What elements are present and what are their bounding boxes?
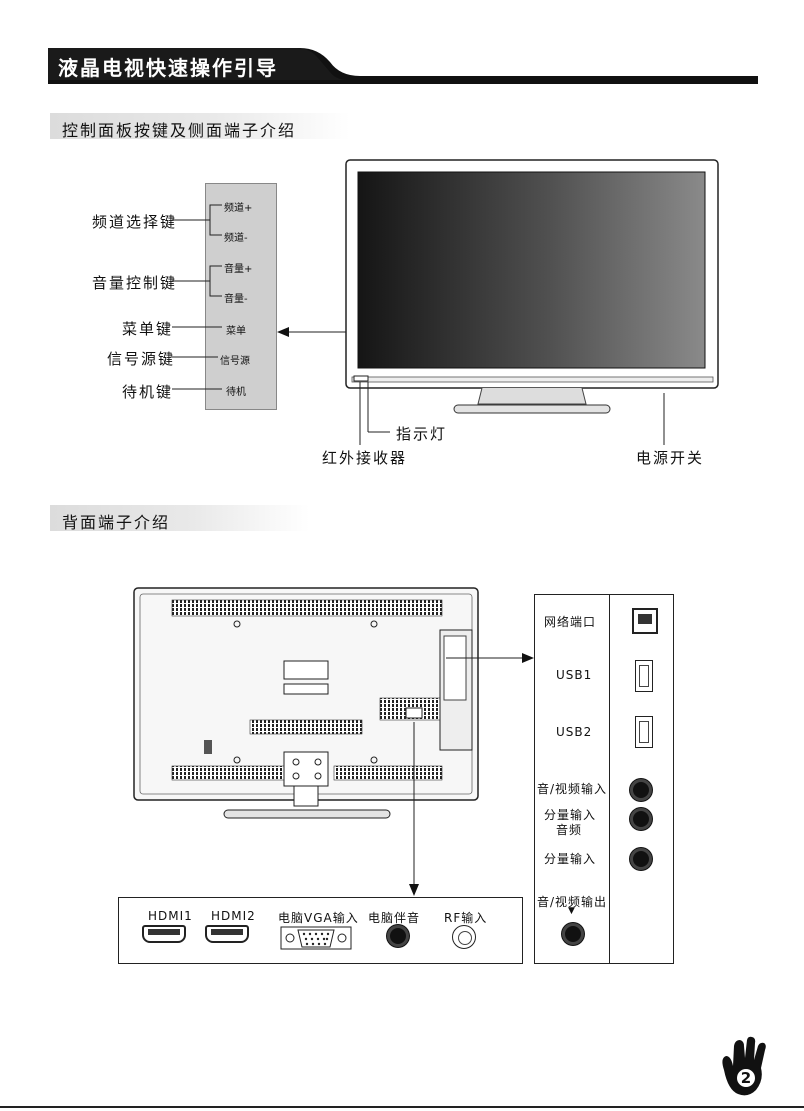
- menu-key-label: 菜单键: [122, 320, 174, 338]
- control-panel-leaders: [172, 204, 346, 390]
- volume-down-button[interactable]: 音量-: [224, 294, 248, 305]
- header-banner: [48, 48, 758, 84]
- rf-input-label: RF输入: [444, 911, 488, 925]
- menu-button[interactable]: 菜单: [226, 326, 246, 337]
- source-key-label: 信号源键: [107, 350, 176, 368]
- standby-key-label: 待机键: [122, 383, 174, 401]
- pc-audio-label: 电脑伴音: [368, 911, 421, 925]
- ethernet-port-label: 网络端口: [544, 615, 597, 629]
- indicator-light-label: 指示灯: [396, 425, 448, 443]
- source-button[interactable]: 信号源: [220, 356, 250, 367]
- volume-up-button[interactable]: 音量+: [224, 264, 253, 275]
- section-title: 控制面板按键及侧面端子介绍: [62, 121, 297, 140]
- tv-front-illustration: [345, 159, 719, 445]
- component-audio-label: 分量输入: [544, 808, 597, 822]
- channel-down-button[interactable]: 频道-: [224, 233, 248, 244]
- component-audio-jack[interactable]: [630, 808, 652, 830]
- component-input-jack[interactable]: [630, 848, 652, 870]
- hdmi1-port[interactable]: [142, 925, 186, 943]
- usb1-port[interactable]: [635, 660, 653, 692]
- tv-back-illustration: [133, 587, 534, 896]
- volume-control-label: 音量控制键: [92, 274, 178, 292]
- section-header-control-panel: 控制面板按键及侧面端子介绍: [50, 113, 350, 140]
- usb2-port[interactable]: [635, 716, 653, 748]
- side-port-panel: [534, 594, 674, 964]
- vga-input-label: 电脑VGA输入: [278, 911, 359, 925]
- vga-port[interactable]: [280, 924, 352, 952]
- down-arrow-icon: ▼: [568, 906, 575, 916]
- hdmi2-port[interactable]: [205, 925, 249, 943]
- bottom-port-panel: [118, 897, 523, 964]
- side-panel-divider: [609, 595, 610, 963]
- usb1-port-label: USB1: [556, 668, 593, 682]
- page-bottom-rule: [0, 1106, 804, 1108]
- av-output-jack[interactable]: [562, 923, 584, 945]
- rf-input-port[interactable]: [452, 925, 476, 949]
- component-input-label: 分量输入: [544, 852, 597, 866]
- component-audio-sub-label: 音频: [556, 823, 583, 837]
- usb2-port-label: USB2: [556, 725, 593, 739]
- av-input-label: 音/视频输入: [537, 782, 608, 796]
- section-header-rear-ports: 背面端子介绍: [50, 505, 310, 532]
- hdmi2-label: HDMI2: [211, 909, 256, 923]
- hdmi1-label: HDMI1: [148, 909, 193, 923]
- section-title: 背面端子介绍: [62, 513, 171, 532]
- av-input-jack[interactable]: [630, 779, 652, 801]
- standby-button[interactable]: 待机: [226, 387, 246, 398]
- page-title: 液晶电视快速操作引导: [58, 56, 278, 80]
- channel-up-button[interactable]: 频道+: [224, 203, 253, 214]
- control-panel: [205, 183, 277, 410]
- ir-receiver-label: 红外接收器: [322, 449, 408, 467]
- ethernet-port[interactable]: [632, 608, 658, 634]
- hand-icon: [722, 1036, 766, 1096]
- av-output-label: 音/视频输出: [537, 895, 608, 909]
- power-switch-label: 电源开关: [636, 449, 705, 467]
- channel-select-label: 频道选择键: [92, 213, 178, 231]
- page-number: 2: [740, 1069, 752, 1087]
- pc-audio-jack[interactable]: [387, 925, 409, 947]
